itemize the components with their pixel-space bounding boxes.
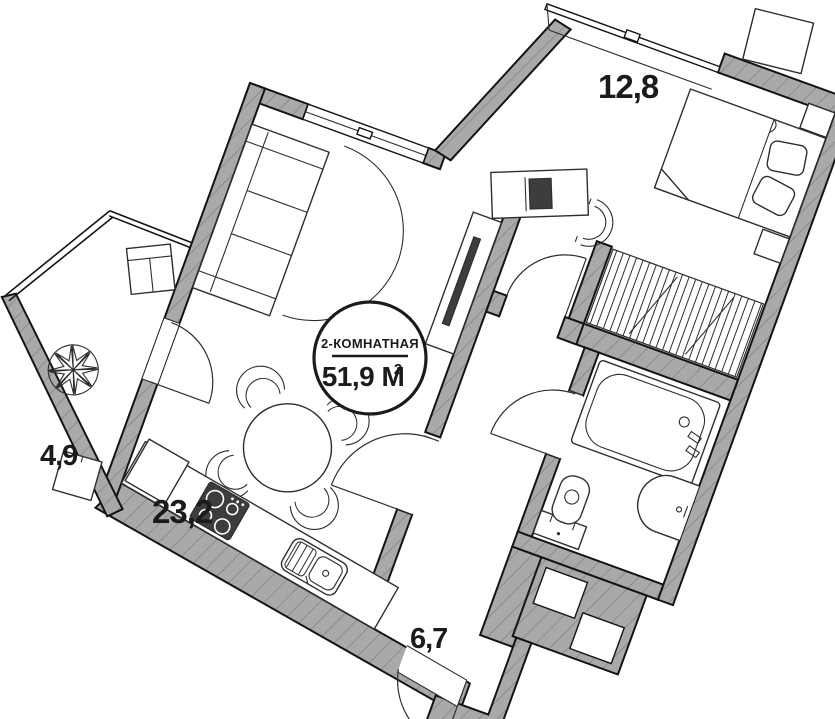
right-exterior-wall <box>656 107 835 607</box>
bedroom-door <box>506 254 587 318</box>
apartment-badge: 2-КОМНАТНАЯ 51,9 М 2 <box>312 300 428 416</box>
balcony-door <box>142 317 214 404</box>
blanket-fold <box>653 168 690 201</box>
balcony-cabinet <box>51 450 103 502</box>
pillow-2 <box>751 175 796 217</box>
kitchen-counter <box>120 438 399 630</box>
tv-unit <box>424 211 503 355</box>
living-area-label: 23,2 <box>152 493 213 530</box>
apartment-area-sup: 2 <box>394 361 402 378</box>
dining-table <box>205 365 370 530</box>
vent-shaft-2 <box>568 611 626 665</box>
apartment-type-label: 2-КОМНАТНАЯ <box>321 336 419 351</box>
bedroom-loggia-glazing <box>544 2 721 90</box>
loggia-floor <box>538 3 720 92</box>
kitchen-sink <box>280 537 349 596</box>
entrance-door <box>397 645 468 719</box>
living-hall-door <box>330 433 440 516</box>
desk-chair <box>574 198 614 247</box>
bedroom-floor <box>446 29 831 324</box>
bathroom-door <box>490 389 584 460</box>
balcony-outer-walls <box>5 210 193 302</box>
bedroom-top-right-wall <box>716 52 835 164</box>
hallway-area-label: 6,7 <box>410 623 447 655</box>
bathtub <box>570 360 721 486</box>
tv-screen <box>441 236 482 327</box>
apartment-area-value: 51,9 М <box>322 361 405 392</box>
rug-semicircle <box>282 145 404 322</box>
desk <box>490 168 590 220</box>
wardrobe-closet <box>585 248 765 378</box>
ac-unit-box <box>742 7 815 75</box>
bed <box>653 88 827 238</box>
stove <box>189 481 250 541</box>
living-window <box>301 103 430 164</box>
fridge <box>124 438 190 505</box>
bedroom-slant-wall <box>433 18 573 162</box>
washbasin <box>636 474 700 542</box>
nightstand-2 <box>753 228 790 264</box>
closet-left-wall <box>567 239 614 325</box>
balcony-chair <box>125 243 176 296</box>
balcony-area-label: 4,9 <box>40 440 78 472</box>
bedroom-area-label: 12,8 <box>598 68 659 105</box>
vent-shaft-1 <box>532 566 589 620</box>
nightstand-1 <box>799 102 835 139</box>
toilet <box>532 475 591 551</box>
hallway-floor <box>371 290 585 679</box>
monitor <box>528 177 553 210</box>
sofa <box>191 123 330 317</box>
corridor-wall <box>424 636 533 719</box>
plant-icon <box>47 344 99 396</box>
pillow-1 <box>766 140 808 176</box>
